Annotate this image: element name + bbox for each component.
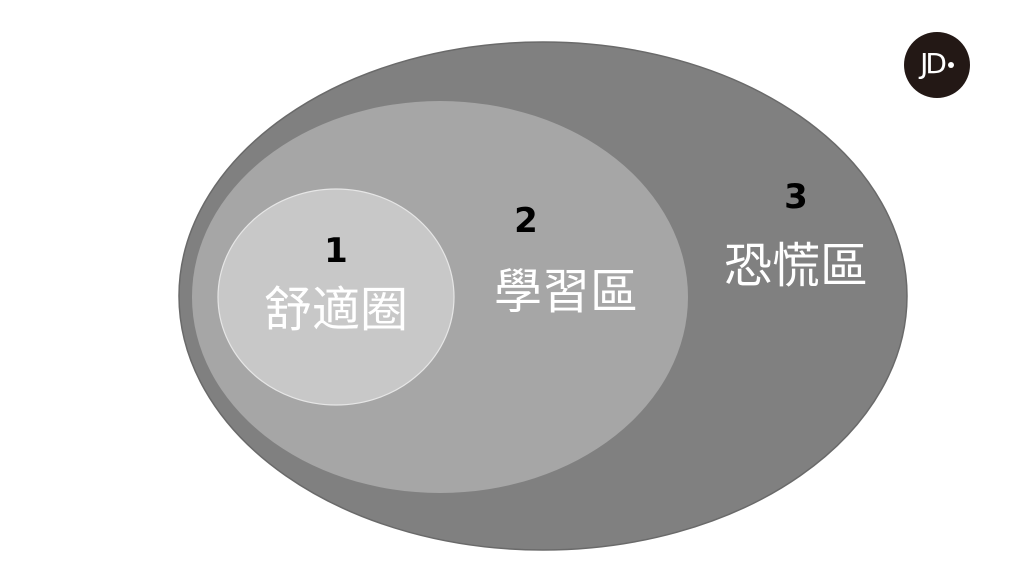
panic-zone-number: 3: [784, 177, 808, 217]
comfort-zone-ellipse: [217, 188, 455, 406]
jd-logo: JD: [904, 32, 970, 98]
learning-zone-label: 學習區: [494, 264, 638, 320]
logo-text: JD: [920, 47, 947, 80]
comfort-zone-number: 1: [324, 231, 348, 271]
comfort-zone-label: 舒適圈: [264, 282, 408, 338]
panic-zone-label: 恐慌區: [724, 238, 868, 294]
logo-dot: [947, 62, 954, 68]
learning-zone-number: 2: [514, 201, 538, 241]
